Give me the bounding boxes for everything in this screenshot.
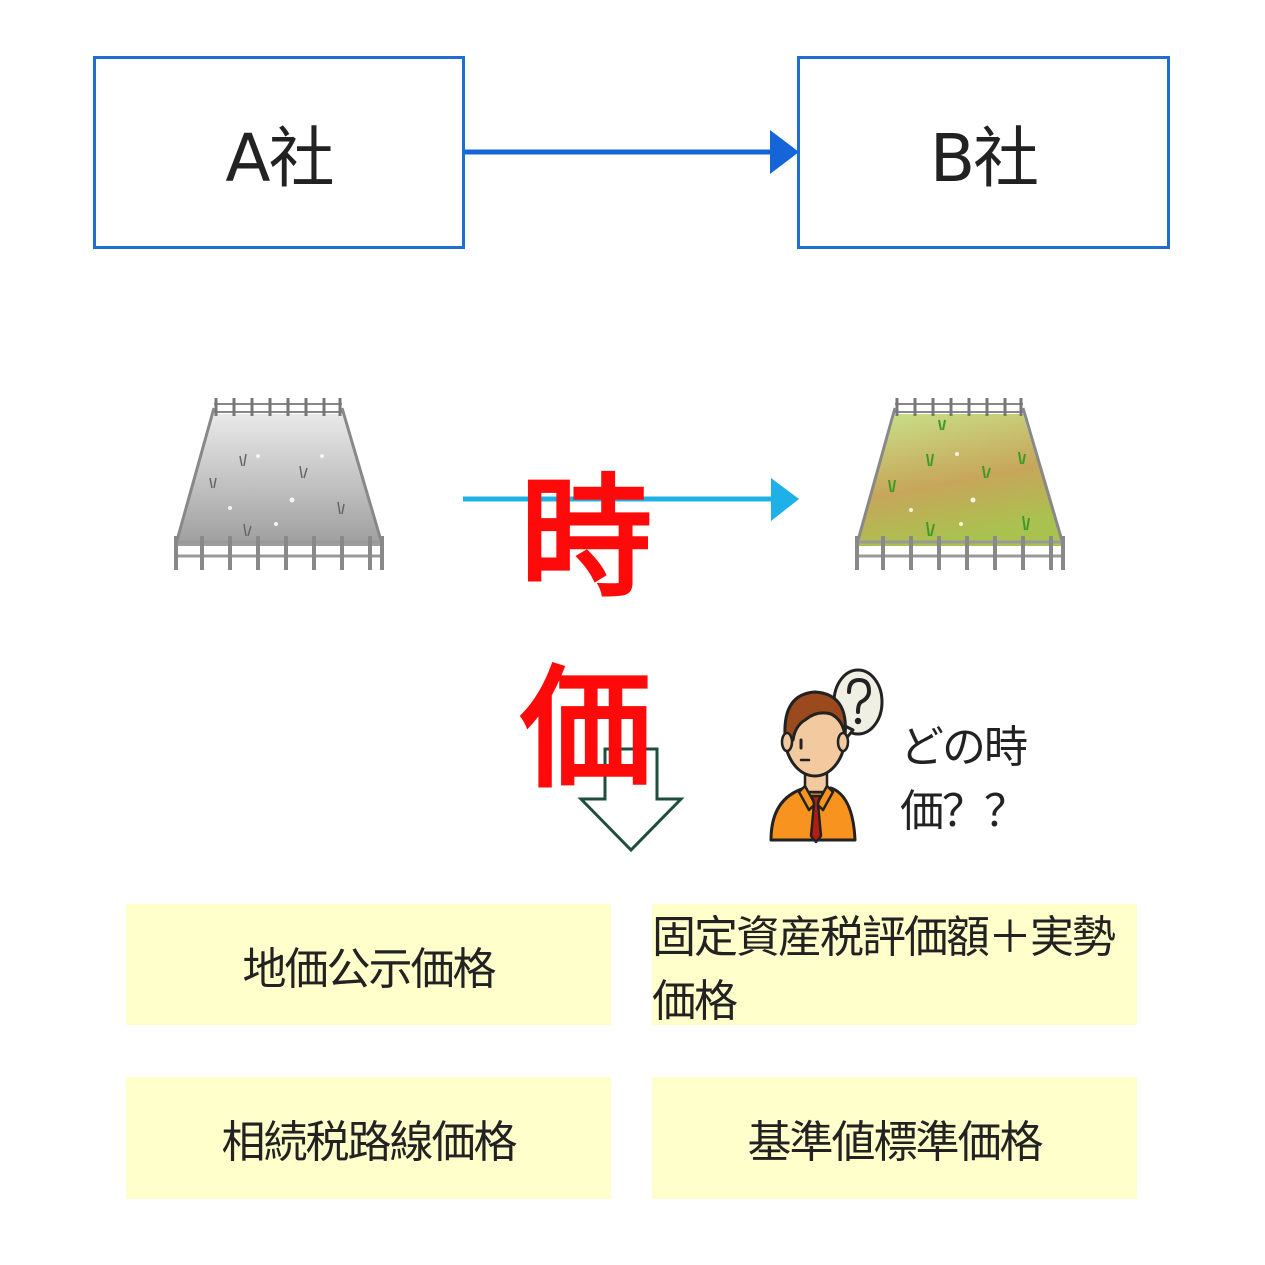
company-a-box: A社	[93, 56, 465, 249]
company-b-box: B社	[797, 56, 1170, 249]
fenced-land-grey-icon	[174, 398, 384, 570]
time-arrow	[463, 478, 799, 521]
transfer-arrow	[465, 130, 799, 174]
price-card-label: 基準値標準価格	[747, 1117, 1044, 1168]
company-a-label: A社	[225, 119, 334, 197]
price-card-standard-price: 基準値標準価格	[652, 1077, 1137, 1199]
company-b-label: B社	[929, 119, 1039, 197]
price-card-label: 固定資産税評価額＋実勢価格	[652, 911, 1116, 1027]
confused-person-icon	[769, 668, 884, 844]
price-card-public-land: 地価公示価格	[126, 904, 611, 1025]
question-text: どの時価？？	[900, 722, 1028, 837]
outline-down-arrow-icon	[577, 747, 685, 853]
price-card-label: 地価公示価格	[242, 943, 497, 995]
price-card-fixed-asset: 固定資産税評価額＋実勢価格	[652, 904, 1137, 1027]
fenced-land-green-icon	[855, 398, 1065, 570]
market-value-label: 時価	[520, 462, 652, 807]
price-card-road-price: 相続税路線価格	[126, 1077, 611, 1199]
price-card-label: 相続税路線価格	[221, 1117, 518, 1168]
